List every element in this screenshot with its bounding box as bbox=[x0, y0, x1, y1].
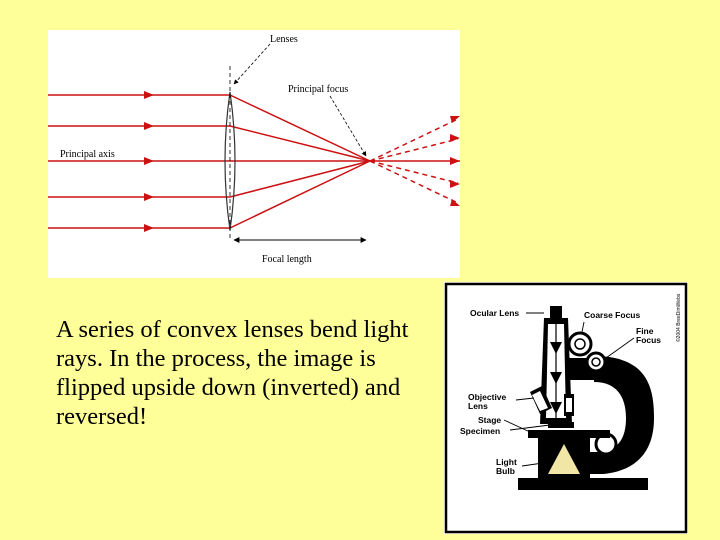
lens-ray-diagram: Lenses Principal focus Principal axis Fo… bbox=[48, 30, 460, 278]
base-foot bbox=[518, 478, 648, 490]
output-arrowheads bbox=[450, 116, 460, 206]
incoming-arrowheads bbox=[144, 91, 154, 232]
converging-rays bbox=[229, 94, 371, 229]
diverging-rays bbox=[369, 118, 459, 204]
light-bulb bbox=[548, 444, 580, 474]
lens-ray-svg: Lenses Principal focus Principal axis Fo… bbox=[48, 34, 460, 265]
lenses-pointer bbox=[233, 43, 271, 85]
specimen-slide bbox=[548, 422, 574, 428]
ocular-lens-label: Ocular Lens bbox=[470, 308, 519, 318]
objective-label-1: Objective bbox=[468, 392, 507, 402]
light-label-2: Bulb bbox=[496, 466, 515, 476]
lenses-label: Lenses bbox=[270, 34, 298, 45]
focal-length-label: Focal length bbox=[262, 254, 312, 265]
incoming-rays bbox=[48, 94, 230, 229]
objective-label-2: Lens bbox=[468, 401, 488, 411]
leader-lines bbox=[503, 312, 635, 467]
principal-axis-label: Principal axis bbox=[60, 149, 115, 160]
coarse-focus-label: Coarse Focus bbox=[584, 310, 640, 320]
microscope-arm bbox=[586, 356, 654, 474]
fine-focus-label-2: Focus bbox=[636, 335, 661, 345]
objective-lenses bbox=[530, 386, 574, 416]
microscope-stage bbox=[528, 430, 610, 438]
principal-focus-pointer bbox=[329, 95, 367, 157]
fine-focus-label-1: Fine bbox=[636, 326, 654, 336]
caption-text: A series of convex lenses bend light ray… bbox=[56, 316, 409, 430]
copyright-label: ©2004 BreeDimWebs bbox=[675, 293, 682, 342]
microscope-diagram: Ocular Lens Coarse Focus Fine Focus Obje… bbox=[444, 282, 688, 534]
microscope-svg: Ocular Lens Coarse Focus Fine Focus Obje… bbox=[444, 282, 688, 534]
stage-label: Stage bbox=[478, 415, 501, 425]
light-label-1: Light bbox=[496, 457, 517, 467]
specimen-label: Specimen bbox=[460, 426, 500, 436]
principal-focus-label: Principal focus bbox=[288, 84, 348, 95]
